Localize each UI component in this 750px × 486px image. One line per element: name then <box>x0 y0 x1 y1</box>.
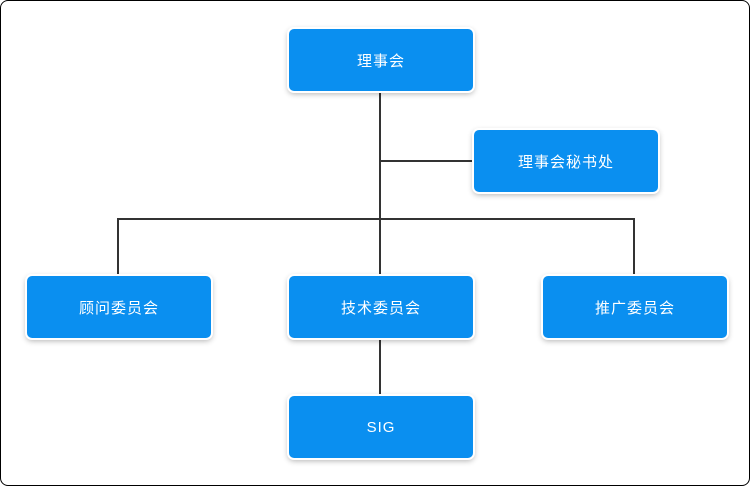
org-node-technical-label: 技术委员会 <box>340 299 421 317</box>
org-node-board-label: 理事会 <box>356 52 405 70</box>
org-node-promotion: 推广委员会 <box>543 276 727 338</box>
org-node-advisory-label: 顾问委员会 <box>78 299 159 317</box>
org-node-board: 理事会 <box>289 29 473 91</box>
org-node-secretariat-label: 理事会秘书处 <box>517 153 614 171</box>
connector-committees-tee <box>117 218 635 220</box>
org-node-sig: SIG <box>289 396 473 458</box>
org-node-technical: 技术委员会 <box>289 276 473 338</box>
connector-drop-advisory <box>117 218 119 276</box>
org-node-sig-label: SIG <box>366 418 396 436</box>
connector-drop-promotion <box>633 218 635 276</box>
connector-board-secretariat <box>380 160 474 162</box>
org-node-secretariat: 理事会秘书处 <box>474 130 658 192</box>
connector-technical-sig <box>379 338 381 396</box>
org-node-promotion-label: 推广委员会 <box>594 299 675 317</box>
connector-board-spine <box>379 91 381 276</box>
org-node-advisory: 顾问委员会 <box>27 276 211 338</box>
